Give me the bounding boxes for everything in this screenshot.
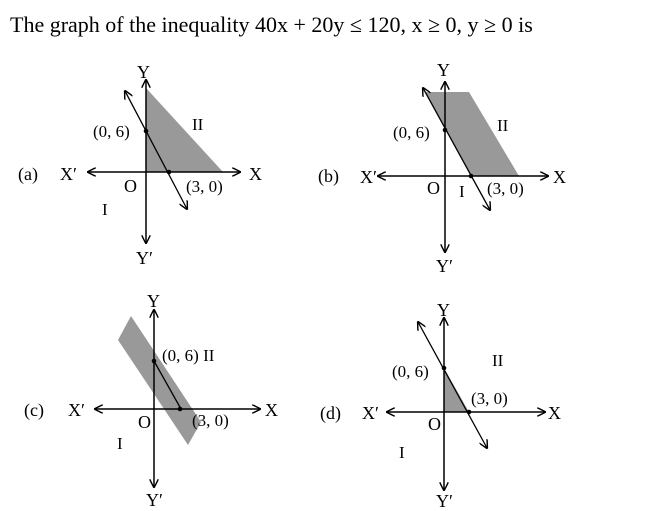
option-d-region-2: II bbox=[492, 351, 504, 370]
option-d-graph[interactable]: (d) Y Y′ X X′ O (0, 6) (3, 0) I II bbox=[320, 300, 561, 511]
option-d-boundary-line bbox=[418, 322, 487, 448]
option-a-shaded-region bbox=[146, 88, 223, 172]
option-c-point-x-label: (3, 0) bbox=[192, 411, 229, 430]
option-d-axis-y: Y bbox=[437, 300, 450, 320]
option-c-origin: O bbox=[138, 412, 151, 432]
option-b-point-x bbox=[468, 173, 474, 179]
option-b-axis-x: X bbox=[553, 167, 566, 187]
option-a-axis-x: X bbox=[249, 164, 262, 184]
option-d-axis-y-neg: Y′ bbox=[436, 491, 453, 511]
option-a-graph[interactable]: (a) Y Y′ X X′ O (0, 6) (3, 0) I II bbox=[18, 62, 262, 268]
option-d-point-y bbox=[441, 365, 447, 371]
option-d-shaded-region bbox=[444, 368, 469, 412]
option-b-region-2: II bbox=[497, 116, 509, 135]
option-a-point-x-label: (3, 0) bbox=[186, 177, 223, 196]
option-c-label: (c) bbox=[24, 400, 44, 421]
option-c-boundary-line bbox=[153, 360, 182, 410]
option-c-point-x bbox=[177, 406, 183, 412]
option-b-origin: O bbox=[427, 178, 440, 198]
option-d-region-1: I bbox=[399, 443, 405, 462]
option-c-axis-x: X bbox=[265, 400, 278, 420]
option-c-axis-y-neg: Y′ bbox=[146, 490, 163, 510]
option-d-point-x bbox=[466, 409, 472, 415]
option-b-point-x-label: (3, 0) bbox=[487, 179, 524, 198]
option-a-region-2: II bbox=[192, 115, 204, 134]
option-d-axis-x-neg: X′ bbox=[362, 403, 379, 423]
option-b-boundary-line bbox=[423, 88, 490, 210]
option-a-point-x bbox=[166, 169, 172, 175]
option-d-axis-x: X bbox=[548, 403, 561, 423]
option-d-label: (d) bbox=[320, 403, 341, 424]
option-b-axis-y: Y bbox=[437, 60, 450, 80]
option-a-region-1: I bbox=[102, 200, 108, 219]
option-d-origin: O bbox=[428, 414, 441, 434]
option-a-boundary-line bbox=[125, 91, 187, 209]
option-a-point-y bbox=[143, 128, 149, 134]
option-a-origin: O bbox=[124, 176, 137, 196]
option-d-point-y-label: (0, 6) bbox=[392, 362, 429, 381]
option-d-point-x-label: (3, 0) bbox=[471, 389, 508, 408]
option-a-label: (a) bbox=[18, 164, 38, 185]
option-a-point-y-label: (0, 6) bbox=[93, 122, 130, 141]
option-b-label: (b) bbox=[318, 166, 339, 187]
option-a-axis-x-neg: X′ bbox=[60, 164, 77, 184]
option-b-point-y bbox=[442, 127, 448, 133]
option-b-axis-x-neg: X′ bbox=[360, 167, 377, 187]
option-c-axis-y: Y bbox=[147, 291, 160, 311]
option-c-axis-x-neg: X′ bbox=[68, 400, 85, 420]
option-c-point-y-label: (0, 6) II bbox=[162, 346, 215, 365]
option-c-shaded-region bbox=[118, 316, 201, 445]
option-c-point-y bbox=[151, 358, 157, 364]
option-a-axis-y-neg: Y′ bbox=[136, 248, 153, 268]
option-b-graph[interactable]: (b) Y Y′ X X′ O (0, 6) (3, 0) I II bbox=[318, 60, 566, 276]
option-c-region-1: I bbox=[117, 434, 123, 453]
option-b-axis-y-neg: Y′ bbox=[436, 256, 453, 276]
option-c-graph[interactable]: (c) Y Y′ X X′ O (0, 6) II (3, 0) I bbox=[24, 291, 278, 510]
option-a-axis-y: Y bbox=[137, 62, 150, 82]
option-b-region-1: I bbox=[459, 182, 465, 201]
question-text: The graph of the inequality 40x + 20y ≤ … bbox=[10, 12, 533, 37]
option-b-point-y-label: (0, 6) bbox=[393, 123, 430, 142]
